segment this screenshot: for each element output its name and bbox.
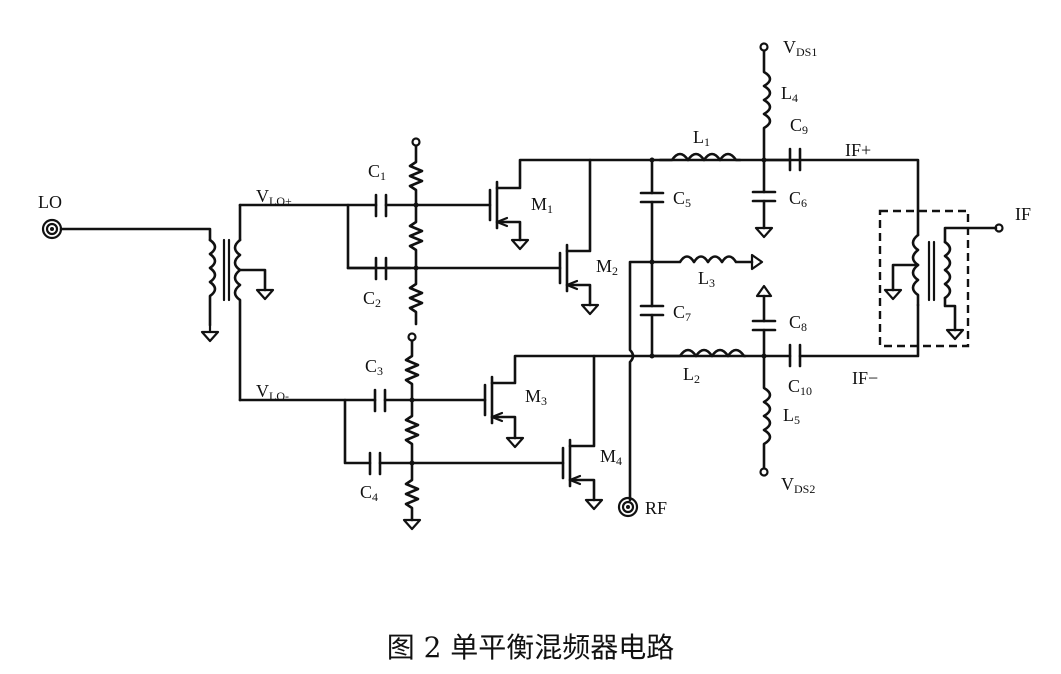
label-rf: RF (645, 498, 667, 518)
label-if-out: IF (1015, 204, 1031, 224)
ground-icon (945, 328, 965, 341)
mixer-schematic: LO VLO+ VLO- C1 C2 C3 C4 M1 M2 M3 M4 C5 … (38, 37, 1031, 531)
ground-icon (510, 238, 530, 251)
ground-icon (883, 288, 903, 301)
label-c2: C2 (363, 288, 381, 310)
figure-caption: 图 2 单平衡混频器电路 (386, 631, 675, 664)
capacitor-c4 (368, 451, 565, 476)
label-l5: L5 (783, 405, 800, 427)
inductor-l2 (650, 348, 792, 358)
label-c10: C10 (788, 376, 812, 398)
label-if-minus: IF− (852, 368, 878, 388)
label-vlo-plus: VLO+ (256, 186, 292, 208)
label-c5: C5 (673, 188, 691, 210)
bias-resistor-ladder-upper (408, 137, 424, 326)
label-l4: L4 (781, 83, 798, 105)
label-l3: L3 (698, 268, 715, 290)
label-m3: M3 (525, 386, 547, 408)
label-c6: C6 (789, 188, 807, 210)
ground-icon (580, 303, 600, 316)
ground-icon (505, 436, 525, 449)
capacitor-c5 (639, 157, 665, 264)
inductor-l5 (759, 354, 772, 477)
label-m2: M2 (596, 256, 618, 278)
capacitor-c6 (751, 158, 777, 230)
ground-icon (754, 226, 774, 239)
ground-icon (200, 323, 220, 343)
lo-port (41, 218, 63, 240)
capacitor-c9 (762, 147, 920, 237)
label-l2: L2 (683, 364, 700, 386)
transistor-m1 (488, 158, 742, 242)
capacitor-c1 (374, 193, 492, 218)
label-vlo-minus: VLO- (256, 381, 289, 403)
inductor-l1 (658, 152, 802, 162)
capacitor-c10 (788, 303, 920, 368)
label-vds1: VDS1 (783, 37, 817, 59)
ground-icon (255, 288, 275, 301)
if-output-transformer (878, 209, 1004, 348)
transistor-m4 (561, 354, 596, 502)
label-c8: C8 (789, 312, 807, 334)
capacitor-c8 (751, 284, 777, 359)
capacitor-c3 (373, 388, 487, 413)
lo-balun-transformer (59, 203, 267, 402)
transistor-m2 (558, 158, 592, 307)
capacitor-c7 (639, 259, 665, 359)
rf-feed (628, 260, 654, 502)
ground-icon (402, 518, 422, 531)
transistor-m3 (483, 354, 747, 440)
bias-resistor-ladder-lower (404, 332, 420, 522)
label-c9: C9 (790, 115, 808, 137)
inductor-l4 (759, 42, 772, 163)
label-vds2: VDS2 (781, 474, 815, 496)
label-c4: C4 (360, 482, 378, 504)
label-c3: C3 (365, 356, 383, 378)
label-c7: C7 (673, 302, 691, 324)
label-if-plus: IF+ (845, 140, 871, 160)
inductor-l3 (650, 253, 764, 271)
label-lo: LO (38, 192, 62, 212)
label-c1: C1 (368, 161, 386, 183)
ground-icon (584, 498, 604, 511)
label-m4: M4 (600, 446, 622, 468)
label-m1: M1 (531, 194, 553, 216)
label-l1: L1 (693, 127, 710, 149)
rf-port (617, 496, 639, 518)
